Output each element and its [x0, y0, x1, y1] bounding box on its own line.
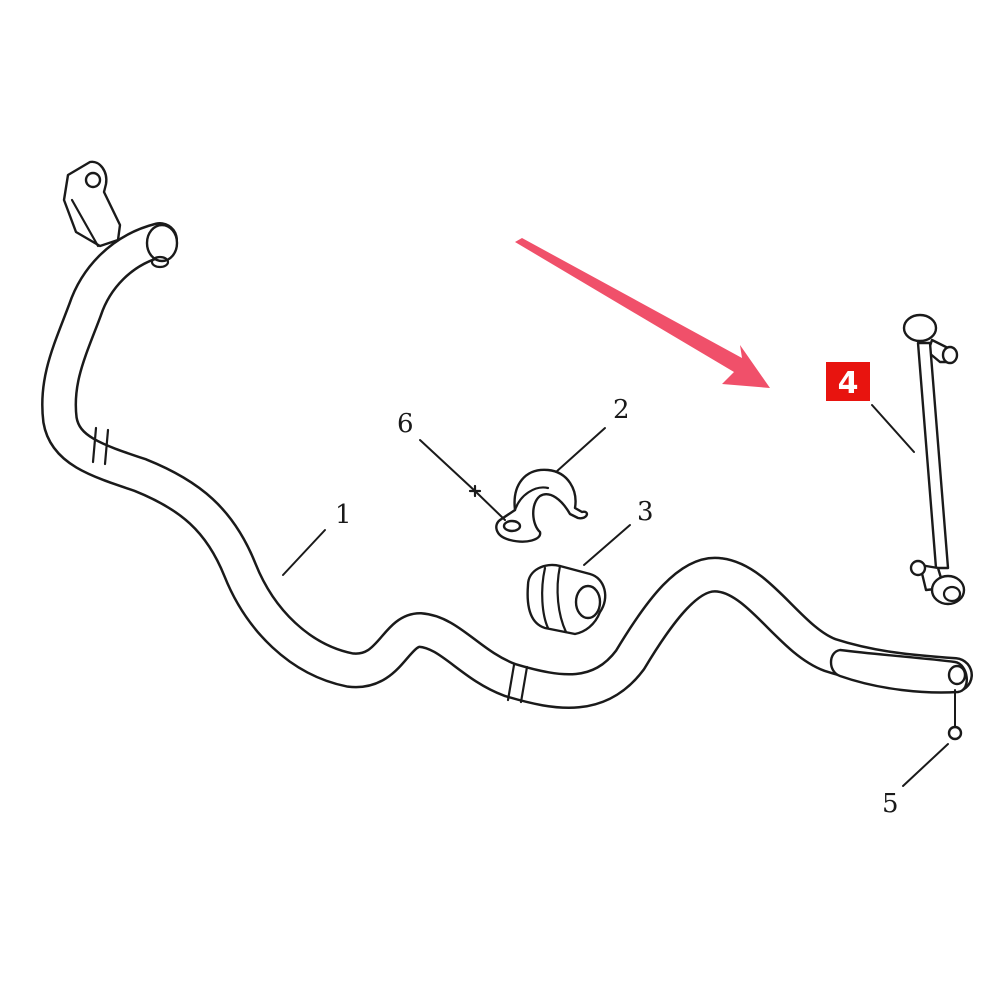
callout-3: 3: [637, 497, 654, 527]
bar-right-eye-hole: [947, 664, 967, 686]
leader-6: [419, 439, 506, 521]
bar-ring-center: [506, 663, 529, 704]
leader-5: [902, 743, 949, 787]
stabilizer-bar: [41, 160, 973, 709]
link-bottom-joint-housing: [930, 574, 966, 606]
bracket-inner-edge: [513, 486, 550, 512]
stabilizer-bar-outline: [41, 222, 973, 709]
leader-1: [282, 529, 326, 576]
stabilizer-bar-fill: [43, 224, 971, 707]
link-bottom-joint-face: [942, 585, 962, 603]
bracket-bolt-hole: [502, 519, 522, 533]
callout-1: 1: [335, 500, 352, 530]
bar-end-left-opening: [150, 255, 170, 269]
stabilizer-link: [902, 313, 966, 606]
washer: [947, 725, 963, 741]
link-rod: [916, 341, 950, 570]
pointer-arrow-icon: [515, 238, 770, 388]
rubber-bushing: [526, 563, 607, 636]
bushing-bore: [574, 584, 602, 620]
callout-4-highlight-box: [826, 362, 870, 401]
bushing-side-line: [541, 566, 550, 630]
link-top-joint-housing: [902, 313, 938, 343]
bushing-bracket: [495, 468, 589, 543]
bushing-flange-line: [556, 564, 568, 634]
bar-left-eye-bracket: [62, 160, 122, 248]
bar-right-flat-end: [829, 648, 968, 694]
callout-2: 2: [613, 395, 630, 425]
bar-end-left-cap: [145, 223, 179, 263]
bar-left-eye-edge: [70, 198, 100, 248]
leader-4: [871, 404, 915, 453]
link-bottom-stud-end: [909, 559, 927, 577]
leader-3: [583, 524, 631, 566]
bar-left-eye-hole: [84, 171, 102, 189]
link-top-stud-end: [941, 345, 959, 365]
callout-4: 4: [838, 366, 859, 401]
bar-ring-left: [91, 426, 110, 466]
leader-2: [555, 427, 606, 473]
callout-5: 5: [882, 789, 899, 819]
callout-6: 6: [397, 409, 414, 439]
